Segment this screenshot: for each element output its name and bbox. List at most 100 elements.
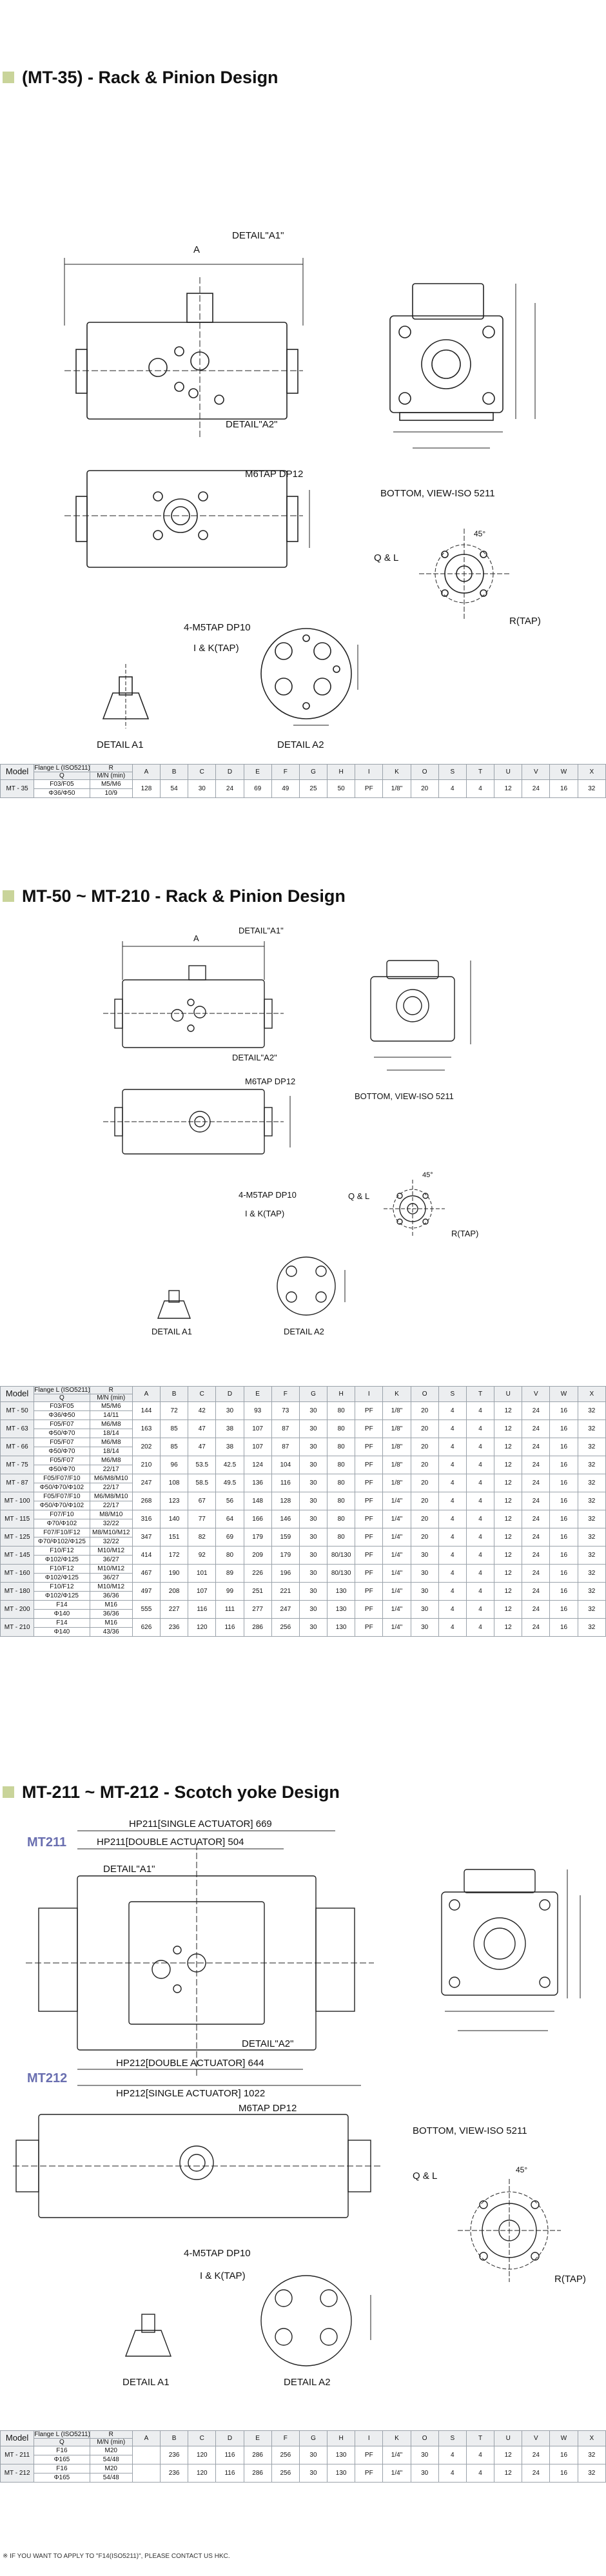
mt50-210-technical-drawing: A DETAIL"A1" DETAIL"A2" M6TAP DP12 BOTTO… — [103, 926, 478, 1336]
dim-cell: 16 — [549, 1510, 578, 1528]
dim-cell: PF — [355, 1420, 384, 1438]
mt212-label: MT212 — [27, 2071, 67, 2085]
dim-cell: 32 — [577, 1401, 606, 1420]
dim-cell: 130 — [327, 2464, 356, 2483]
dim-cell: 16 — [549, 1618, 578, 1637]
dim-cell: 42.5 — [215, 1456, 244, 1474]
detail-a2-ref: DETAIL"A2" — [226, 419, 277, 430]
mt35-technical-drawing: A DETAIL"A1" DETAIL"A2" M6TAP DP12 BOTTO… — [64, 230, 541, 748]
dim-cell: 30 — [410, 1582, 439, 1601]
dim-cell: 80 — [327, 1456, 356, 1474]
dim-cell: 12 — [494, 1528, 523, 1547]
dim-cell: 16 — [549, 1401, 578, 1420]
dim-cell: 32 — [577, 1618, 606, 1637]
dim-cell: 30 — [298, 1600, 328, 1619]
model-cell: MT - 63 — [0, 1420, 35, 1438]
dim-cell: 96 — [160, 1456, 189, 1474]
dim-cell: 30 — [298, 1528, 328, 1547]
th-r: R — [89, 2430, 133, 2439]
model-cell: MT - 115 — [0, 1510, 35, 1528]
th-model: Model — [0, 1386, 35, 1402]
dim-cell: 4 — [438, 2446, 467, 2464]
th-w: W — [549, 1386, 578, 1402]
dim-cell: 414 — [132, 1546, 161, 1565]
model-cell: MT - 211 — [0, 2446, 35, 2464]
dim-cell: 69 — [243, 779, 272, 798]
table-header-row: Model Flange L (ISO5211) R A B C D E F G… — [0, 2430, 606, 2446]
flange-diameter-cell: Φ102/Φ125 — [34, 1555, 90, 1565]
dim-cell: 286 — [243, 2446, 272, 2464]
dim-cell: 1/8" — [382, 1474, 411, 1492]
dim-cell: 30 — [298, 1438, 328, 1456]
dim-cell: 136 — [243, 1474, 272, 1492]
dim-cell: 49.5 — [215, 1474, 244, 1492]
dim-cell: 12 — [494, 1420, 523, 1438]
dim-cell: 1/4" — [382, 2464, 411, 2483]
dim-cell: 4 — [465, 1474, 495, 1492]
dim-cell: 16 — [549, 1474, 578, 1492]
dim-cell: 30 — [410, 1546, 439, 1565]
dim-cell: 4 — [465, 1420, 495, 1438]
flange-q-cell: F05/F07/F10 — [34, 1474, 90, 1483]
dim-cell: 116 — [215, 2446, 244, 2464]
r-cell: M6/M8 — [89, 1438, 133, 1447]
dim-cell: 4 — [465, 1492, 495, 1510]
flange-q-cell: F05/F07 — [34, 1456, 90, 1465]
dim-cell: 12 — [494, 1510, 523, 1528]
r-cell: M5/M6 — [89, 779, 133, 789]
dim-cell: 12 — [494, 1474, 523, 1492]
dim-cell: 555 — [132, 1600, 161, 1619]
dim-cell: 73 — [271, 1401, 300, 1420]
model-cell: MT - 212 — [0, 2464, 35, 2483]
dim-cell: 159 — [271, 1528, 300, 1547]
dim-cell: 32 — [577, 1420, 606, 1438]
flange-diameter-cell: Φ102/Φ125 — [34, 1573, 90, 1583]
tap4-label: 4-M5TAP DP10 — [184, 2248, 251, 2259]
dim-cell: PF — [355, 1474, 384, 1492]
flange-q-cell: F03/F05 — [34, 779, 90, 789]
dim-cell: 20 — [410, 1401, 439, 1420]
th-s: S — [438, 1386, 467, 1402]
dim-cell: 4 — [465, 1528, 495, 1547]
dim-cell: 347 — [132, 1528, 161, 1547]
dim-cell: PF — [355, 1528, 384, 1547]
dim-cell: 24 — [522, 1420, 551, 1438]
dim-cell: 4 — [438, 1546, 467, 1565]
dim-cell: 32 — [577, 1528, 606, 1547]
dim-cell: 151 — [160, 1528, 189, 1547]
flange-q-cell: F05/F07 — [34, 1438, 90, 1447]
dim-cell: 72 — [160, 1401, 189, 1420]
r-cell: M8/M10 — [89, 1510, 133, 1519]
th-c: C — [188, 1386, 217, 1402]
mn-min-cell: 54/48 — [89, 2455, 133, 2464]
th-s: S — [438, 2430, 467, 2446]
dim-cell: 163 — [132, 1420, 161, 1438]
dim-cell: 89 — [215, 1564, 244, 1583]
th-mn: M/N (min) — [89, 1394, 133, 1402]
dim-cell: 99 — [215, 1582, 244, 1601]
dim-cell: 30 — [298, 1420, 328, 1438]
th-a: A — [132, 2430, 161, 2446]
dim-cell: 16 — [549, 1600, 578, 1619]
th-o: O — [410, 1386, 439, 1402]
th-d: D — [215, 2430, 244, 2446]
dim-cell: 1/8" — [382, 1438, 411, 1456]
angle-label: 45° — [422, 1171, 433, 1179]
dim-cell: 30 — [188, 779, 217, 798]
dim-cell: 148 — [243, 1492, 272, 1510]
dim-cell: 32 — [577, 1510, 606, 1528]
th-o: O — [410, 2430, 439, 2446]
ik-label: I & K(TAP) — [245, 1209, 284, 1218]
dim-cell: 30 — [298, 1546, 328, 1565]
th-u: U — [494, 764, 523, 780]
dim-cell: 30 — [298, 1401, 328, 1420]
r-cell: M6/M8 — [89, 1420, 133, 1429]
th-t: T — [465, 2430, 495, 2446]
flange-diameter-cell: Φ140 — [34, 1609, 90, 1619]
